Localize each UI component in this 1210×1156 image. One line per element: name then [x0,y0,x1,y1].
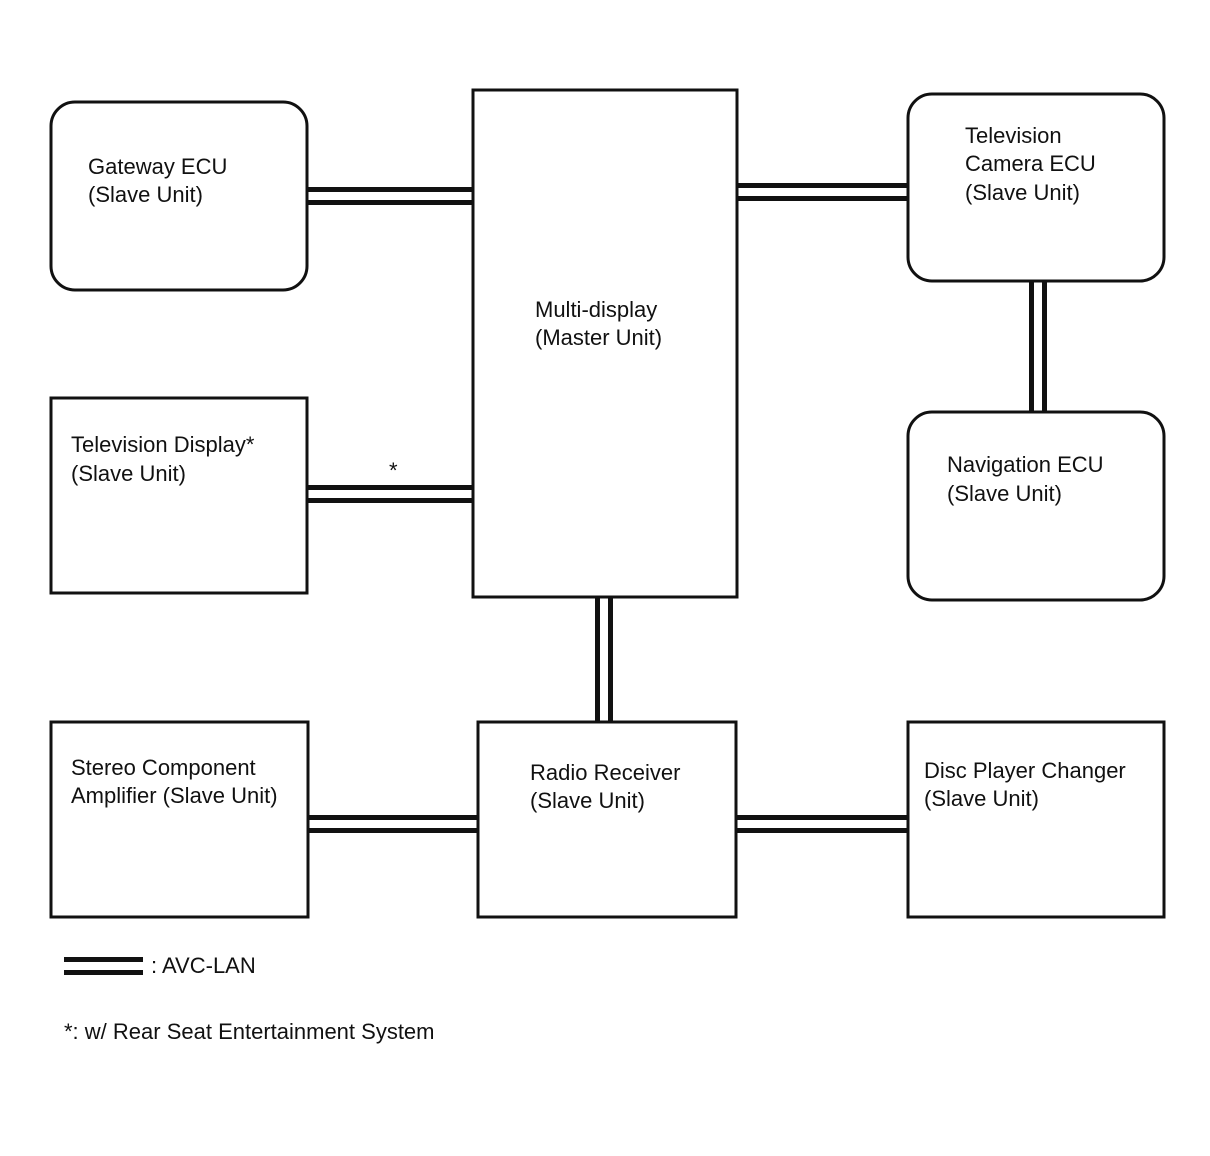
stereo-amplifier-sublabel: Amplifier (Slave Unit) [71,783,278,808]
stereo-amplifier-label: Stereo Component [71,755,256,780]
tv-camera-sublabel: (Slave Unit) [965,180,1080,205]
tv-display-box [49,396,309,595]
tv-display-sublabel: (Slave Unit) [71,461,186,486]
gateway-ecu-sublabel: (Slave Unit) [88,182,203,207]
tv-display-label: Television Display* [71,432,255,457]
tv-camera-label-2: Camera ECU [965,151,1096,176]
radio-receiver-sublabel: (Slave Unit) [530,788,645,813]
radio-receiver-box [476,720,738,919]
multi-display-label: Multi-display [535,297,657,322]
footnote-rear-seat: *: w/ Rear Seat Entertainment System [64,1019,435,1044]
navigation-ecu-box [906,410,1166,602]
multi-display-sublabel: (Master Unit) [535,325,662,350]
gateway-ecu-label: Gateway ECU [88,154,227,179]
radio-receiver-label: Radio Receiver [530,760,680,785]
legend-avc-lan-label: : AVC-LAN [151,953,256,978]
disc-player-changer-sublabel: (Slave Unit) [924,786,1039,811]
tv-camera-ecu-box [906,92,1166,283]
gateway-ecu-box [49,100,309,292]
navigation-ecu-label: Navigation ECU [947,452,1104,477]
disc-player-changer-box [906,720,1166,919]
disc-player-changer-label: Disc Player Changer [924,758,1126,783]
stereo-amplifier-box [49,720,310,919]
tv-display-link-asterisk: * [389,458,398,483]
multi-display-box [471,88,739,599]
navigation-ecu-sublabel: (Slave Unit) [947,481,1062,506]
tv-camera-label-1: Television [965,123,1062,148]
